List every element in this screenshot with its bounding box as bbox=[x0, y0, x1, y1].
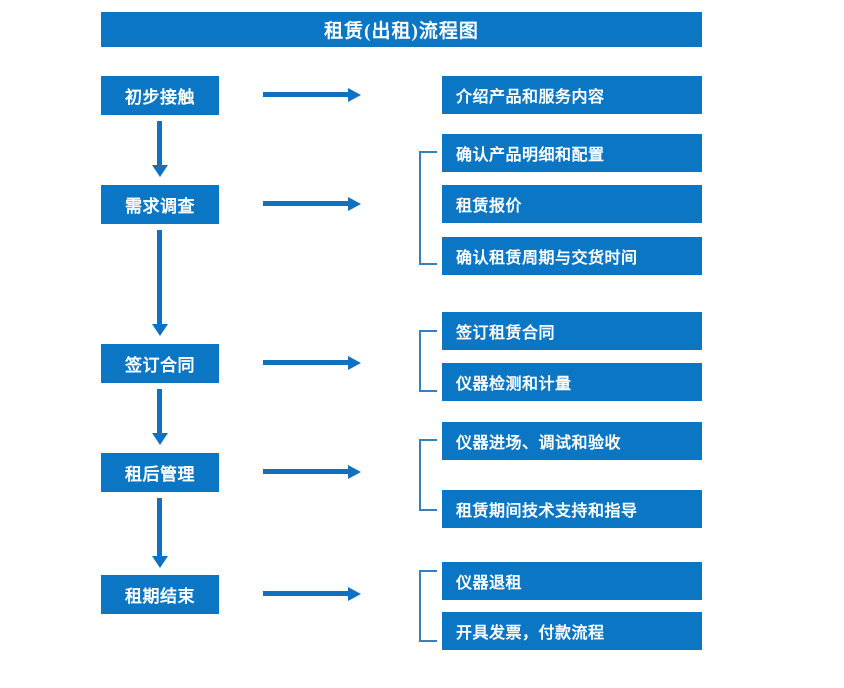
horizontal-arrow-3 bbox=[263, 355, 361, 371]
stage-box-5[interactable]: 租期结束 bbox=[101, 575, 219, 614]
detail-box-9[interactable]: 仪器退租 bbox=[442, 562, 702, 600]
detail-box-5[interactable]: 签订租赁合同 bbox=[442, 312, 702, 350]
group-bracket-closing bbox=[419, 570, 437, 642]
detail-box-6[interactable]: 仪器检测和计量 bbox=[442, 363, 702, 401]
horizontal-arrow-5 bbox=[263, 586, 361, 602]
group-bracket-management bbox=[419, 439, 437, 511]
stage-box-1[interactable]: 初步接触 bbox=[101, 76, 219, 115]
stage-box-4[interactable]: 租后管理 bbox=[101, 453, 219, 492]
group-bracket-contract bbox=[419, 330, 437, 392]
detail-box-2[interactable]: 确认产品明细和配置 bbox=[442, 134, 702, 172]
vertical-arrow-2 bbox=[152, 230, 168, 336]
group-bracket-requirements bbox=[419, 151, 437, 265]
horizontal-arrow-4 bbox=[263, 464, 361, 480]
detail-box-1[interactable]: 介绍产品和服务内容 bbox=[442, 76, 702, 114]
vertical-arrow-3 bbox=[152, 389, 168, 445]
stage-box-3[interactable]: 签订合同 bbox=[101, 344, 219, 383]
detail-box-8[interactable]: 租赁期间技术支持和指导 bbox=[442, 490, 702, 528]
vertical-arrow-1 bbox=[152, 121, 168, 177]
detail-box-3[interactable]: 租赁报价 bbox=[442, 185, 702, 223]
horizontal-arrow-2 bbox=[263, 196, 361, 212]
diagram-title: 租赁(出租)流程图 bbox=[101, 12, 702, 47]
detail-box-10[interactable]: 开具发票，付款流程 bbox=[442, 612, 702, 650]
stage-box-2[interactable]: 需求调查 bbox=[101, 185, 219, 224]
vertical-arrow-4 bbox=[152, 498, 168, 568]
detail-box-7[interactable]: 仪器进场、调试和验收 bbox=[442, 422, 702, 460]
horizontal-arrow-1 bbox=[263, 87, 361, 103]
detail-box-4[interactable]: 确认租赁周期与交货时间 bbox=[442, 237, 702, 275]
